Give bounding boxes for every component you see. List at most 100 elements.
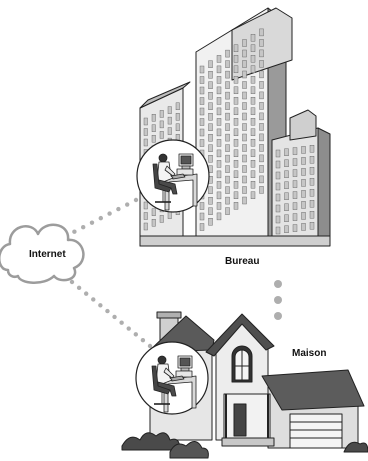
building-window	[217, 213, 221, 220]
connection-dot	[119, 321, 123, 325]
building-window	[234, 129, 238, 136]
building-window	[217, 139, 221, 146]
building-window	[217, 76, 221, 83]
building-window	[226, 134, 230, 141]
building-window	[168, 212, 172, 219]
building-window	[200, 129, 204, 136]
building-window	[243, 134, 247, 141]
building-window	[200, 224, 204, 231]
connection-dot	[105, 309, 109, 313]
building-window	[310, 222, 314, 229]
building-window	[302, 212, 306, 219]
building-window	[144, 139, 148, 146]
building-window	[217, 129, 221, 136]
building-window	[168, 107, 172, 114]
building-window	[234, 181, 238, 188]
building-window	[226, 166, 230, 173]
office-worker-circle	[137, 140, 209, 212]
building-window	[176, 124, 180, 131]
building-window	[243, 50, 247, 57]
building-window	[251, 55, 255, 62]
building-window	[251, 160, 255, 167]
building-window	[243, 145, 247, 152]
building-window	[243, 124, 247, 131]
building-window	[144, 118, 148, 125]
connection-dot	[125, 202, 129, 206]
building-window	[217, 181, 221, 188]
building-window	[209, 82, 213, 89]
building-window	[293, 214, 297, 221]
building-window	[144, 213, 148, 220]
building-window	[276, 172, 280, 179]
building-window	[251, 76, 255, 83]
building-window	[226, 208, 230, 215]
building-window	[302, 157, 306, 164]
building-window	[200, 108, 204, 115]
building-window	[251, 129, 255, 136]
building-window	[200, 203, 204, 210]
building-window	[293, 225, 297, 232]
building-window	[243, 103, 247, 110]
building-window	[234, 87, 238, 94]
building-window	[251, 150, 255, 157]
office-label: Bureau	[225, 256, 259, 267]
building-window	[310, 200, 314, 207]
building-window	[234, 192, 238, 199]
building-window	[234, 66, 238, 73]
building-window	[310, 178, 314, 185]
building-window	[200, 77, 204, 84]
building-window	[217, 66, 221, 73]
building-window	[302, 190, 306, 197]
building-window	[302, 223, 306, 230]
building-window	[251, 45, 255, 52]
building-window	[251, 171, 255, 178]
building-window	[209, 134, 213, 141]
building-window	[226, 61, 230, 68]
building-window	[226, 82, 230, 89]
building-window	[260, 176, 264, 183]
building-window	[152, 219, 156, 226]
connection-dot	[274, 296, 282, 304]
home-label: Maison	[292, 348, 326, 359]
building-window	[260, 155, 264, 162]
building-window	[276, 227, 280, 234]
building-window	[234, 108, 238, 115]
building-window	[209, 155, 213, 162]
building-window	[200, 87, 204, 94]
building-window	[285, 149, 289, 156]
building-window	[144, 223, 148, 230]
building-window	[260, 81, 264, 88]
building-window	[251, 34, 255, 41]
connection-internet-home	[70, 280, 152, 348]
building-window	[260, 71, 264, 78]
building-window	[234, 118, 238, 125]
building-window	[276, 183, 280, 190]
building-window	[226, 145, 230, 152]
building-window	[260, 134, 264, 141]
connection-dot	[90, 220, 94, 224]
building-window	[209, 103, 213, 110]
building-window	[285, 160, 289, 167]
building-window	[209, 71, 213, 78]
building-window	[200, 98, 204, 105]
building-window	[260, 60, 264, 67]
building-window	[293, 192, 297, 199]
internet-label: Internet	[29, 249, 66, 260]
building-window	[209, 113, 213, 120]
connection-dot	[116, 207, 120, 211]
building-window	[168, 117, 172, 124]
connection-dot	[84, 291, 88, 295]
building-window	[293, 203, 297, 210]
building-window	[200, 119, 204, 126]
building-window	[260, 50, 264, 57]
building-window	[226, 155, 230, 162]
building-window	[260, 39, 264, 46]
building-window	[260, 144, 264, 151]
building-window	[226, 124, 230, 131]
building-window	[251, 108, 255, 115]
building-window	[160, 215, 164, 222]
connection-dot	[81, 225, 85, 229]
building-window	[234, 139, 238, 146]
building-window	[226, 113, 230, 120]
building-window	[234, 160, 238, 167]
